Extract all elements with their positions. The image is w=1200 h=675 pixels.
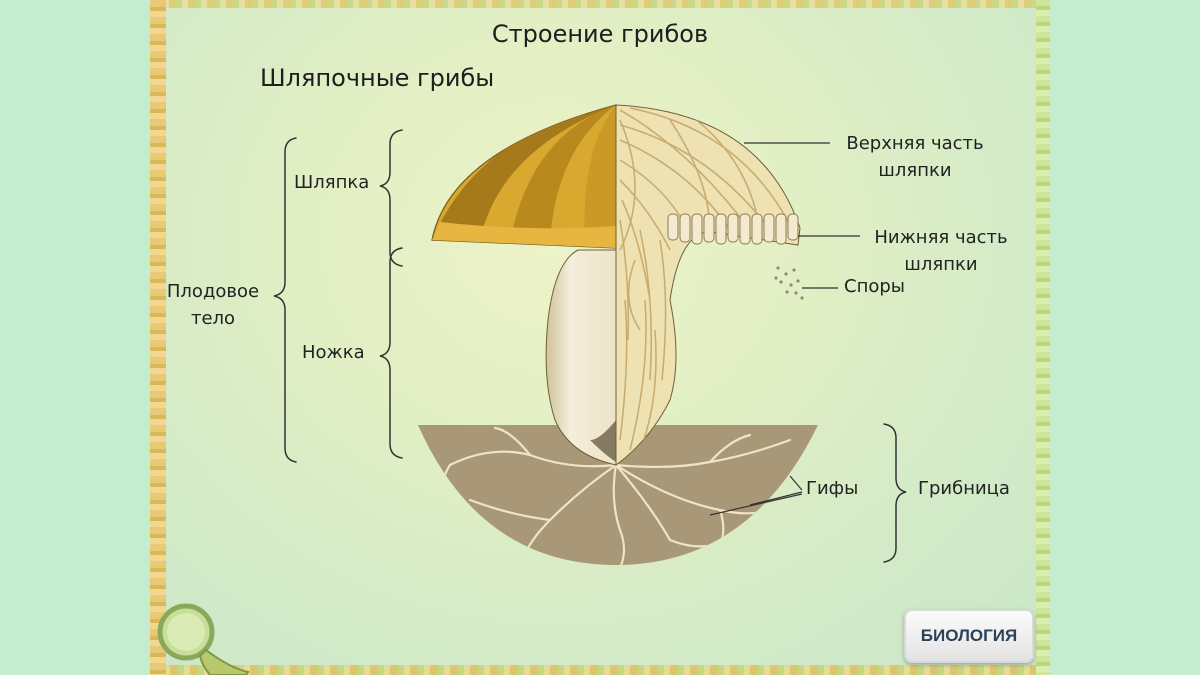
pointer-lines <box>709 142 860 516</box>
stem-surface <box>545 249 617 466</box>
soil <box>418 425 818 565</box>
label-hyphae: Гифы <box>806 478 859 499</box>
spores-dots <box>774 266 804 300</box>
frame-left <box>150 0 166 675</box>
frame-bottom <box>150 665 1050 675</box>
label-lower-cap-line2: шляпки <box>904 254 978 275</box>
biology-button[interactable]: БИОЛОГИЯ <box>904 609 1034 663</box>
label-mycelium: Грибница <box>918 478 1010 499</box>
label-cap: Шляпка <box>294 172 370 193</box>
label-stem: Ножка <box>302 342 365 363</box>
braces <box>273 129 907 563</box>
slide: Строение грибов Шляпочные грибы Шляпка П… <box>150 0 1050 675</box>
label-fruiting-body: Плодовое тело <box>158 278 268 332</box>
label-lower-cap-line1: Нижняя часть <box>874 227 1008 248</box>
mycelium-hyphae <box>442 426 802 565</box>
label-spores: Споры <box>844 276 905 297</box>
frame-top <box>150 0 1050 8</box>
label-upper-cap: Верхняя часть шляпки <box>834 130 996 184</box>
cap-underside <box>667 213 799 245</box>
magnifier-icon[interactable] <box>157 603 250 675</box>
cut-section <box>615 104 801 466</box>
cap-surface <box>431 104 617 249</box>
label-fruiting-body-line1: Плодовое <box>166 281 260 302</box>
page-subtitle: Шляпочные грибы <box>260 64 495 92</box>
label-fruiting-body-line2: тело <box>190 308 236 329</box>
mushroom-diagram <box>157 104 907 675</box>
label-lower-cap: Нижняя часть шляпки <box>862 224 1020 278</box>
page-title: Строение грибов <box>491 20 709 48</box>
label-upper-cap-line2: шляпки <box>878 160 952 181</box>
frame-right <box>1036 0 1050 675</box>
stem-base-dots <box>590 420 616 462</box>
label-upper-cap-line1: Верхняя часть <box>846 133 984 154</box>
